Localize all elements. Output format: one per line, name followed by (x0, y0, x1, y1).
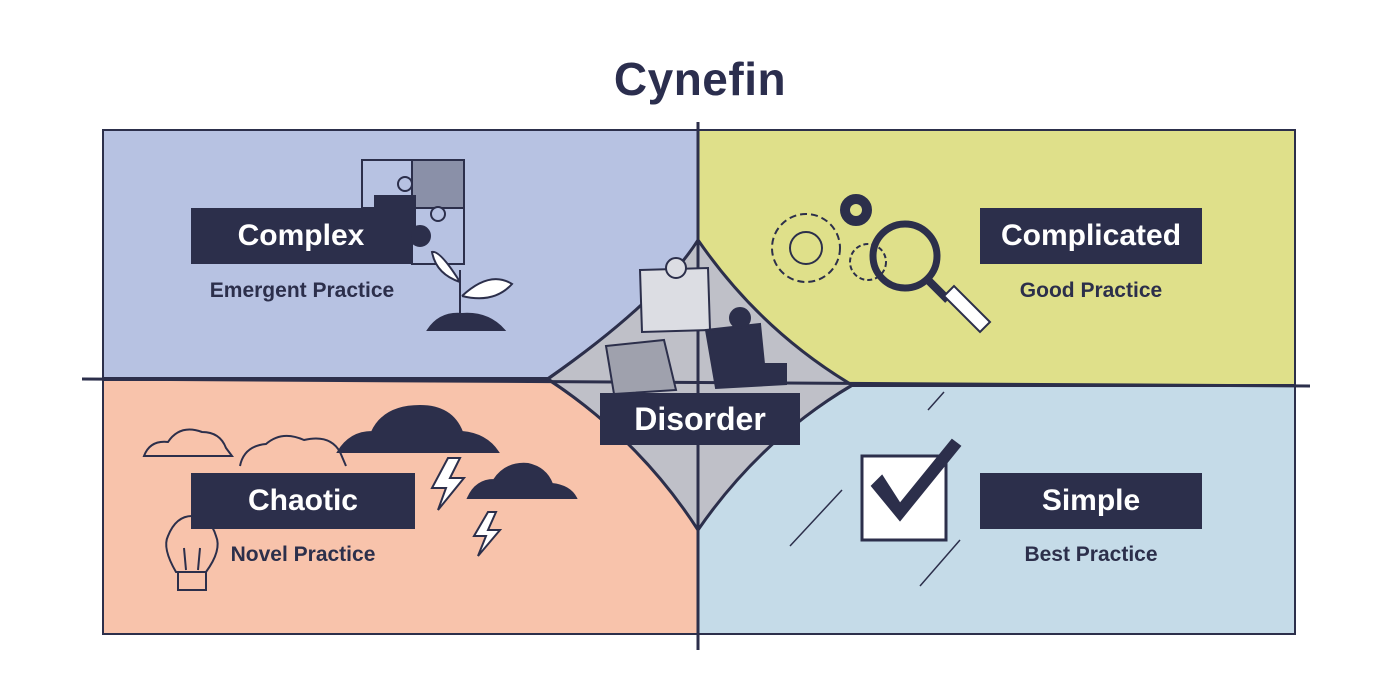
complex-practice: Emergent Practice (209, 279, 395, 302)
complicated-practice: Good Practice (1019, 279, 1163, 302)
storm-clouds-icon (142, 404, 578, 499)
horizontal-axis (81, 377, 1311, 388)
seedling-icon (426, 250, 514, 331)
puzzle-pieces-icon (604, 257, 787, 396)
checkbox-icon (789, 391, 962, 587)
diagram-title: Cynefin (613, 53, 787, 105)
disorder-label: Disorder (600, 393, 800, 445)
magnifier-icon (869, 220, 992, 334)
simple-label: Simple (980, 473, 1202, 529)
chaotic-practice: Novel Practice (230, 543, 376, 566)
chaotic-label: Chaotic (191, 473, 415, 529)
lightning-icon (430, 457, 503, 557)
complex-label: Complex (191, 208, 411, 264)
complicated-label: Complicated (980, 208, 1202, 264)
gears-icon (771, 194, 887, 283)
simple-practice: Best Practice (1024, 543, 1158, 566)
